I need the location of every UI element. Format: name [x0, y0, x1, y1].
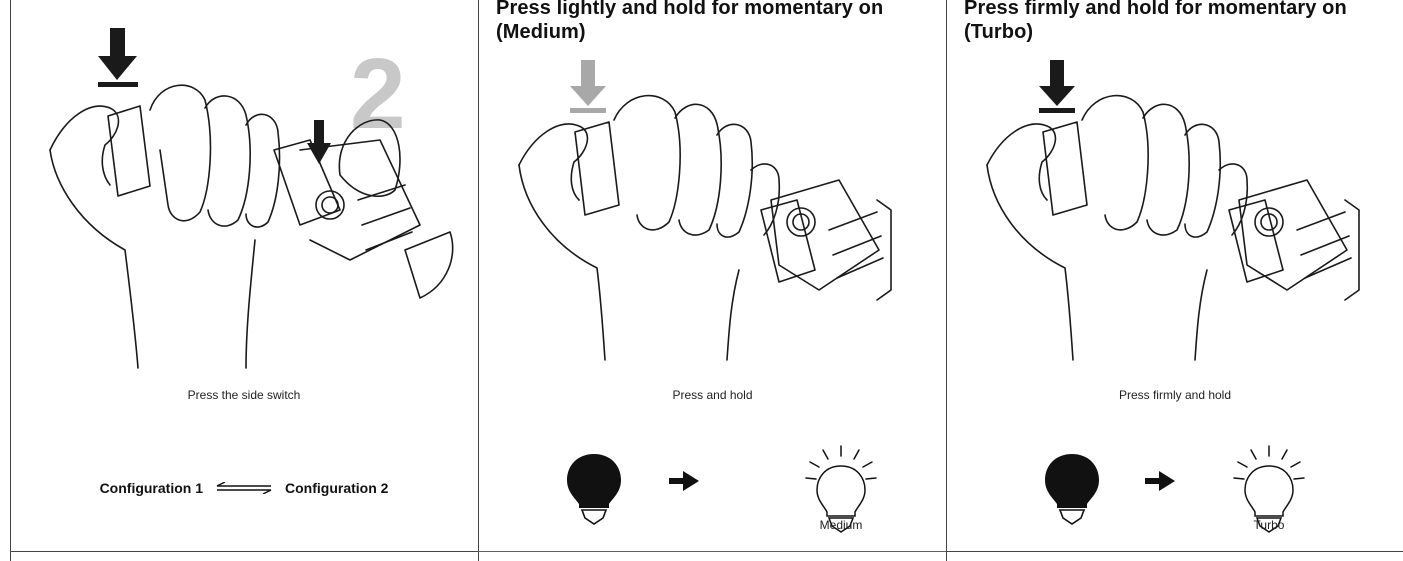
down-arrow-icon — [98, 28, 138, 87]
swap-arrows-icon — [215, 482, 273, 494]
panel-momentary-turbo: Press firmly and hold for momentary on (… — [947, 0, 1403, 551]
config-left-label: Configuration 1 — [100, 480, 203, 496]
flashlight-grip-illustration: 2 — [10, 0, 478, 380]
panel-caption: Press firmly and hold — [947, 388, 1403, 402]
right-arrow-icon — [669, 471, 699, 491]
right-arrow-icon — [1145, 471, 1175, 491]
mode-label: Medium — [801, 518, 881, 532]
step-number: 2 — [350, 38, 406, 150]
bottom-rule-middle — [478, 551, 946, 552]
panel-caption: Press and hold — [479, 388, 946, 402]
bulb-off-icon — [567, 454, 621, 524]
down-arrow-icon — [1039, 60, 1075, 113]
bottom-rule-left — [10, 551, 478, 552]
down-arrow-icon — [570, 60, 606, 113]
bulb-off-icon — [1045, 454, 1099, 524]
panel-side-switch: 2 Pre — [10, 0, 478, 551]
panel-caption: Press the side switch — [10, 388, 478, 402]
bottom-rule-right — [946, 551, 1403, 552]
configuration-toggle: Configuration 1 Configuration 2 — [10, 480, 478, 496]
config-right-label: Configuration 2 — [285, 480, 388, 496]
flashlight-grip-illustration — [947, 0, 1403, 380]
mode-label: Turbo — [1229, 518, 1309, 532]
flashlight-grip-illustration — [479, 0, 946, 380]
panel-momentary-medium: Press lightly and hold for momentary on … — [479, 0, 946, 551]
light-sequence — [947, 440, 1403, 545]
